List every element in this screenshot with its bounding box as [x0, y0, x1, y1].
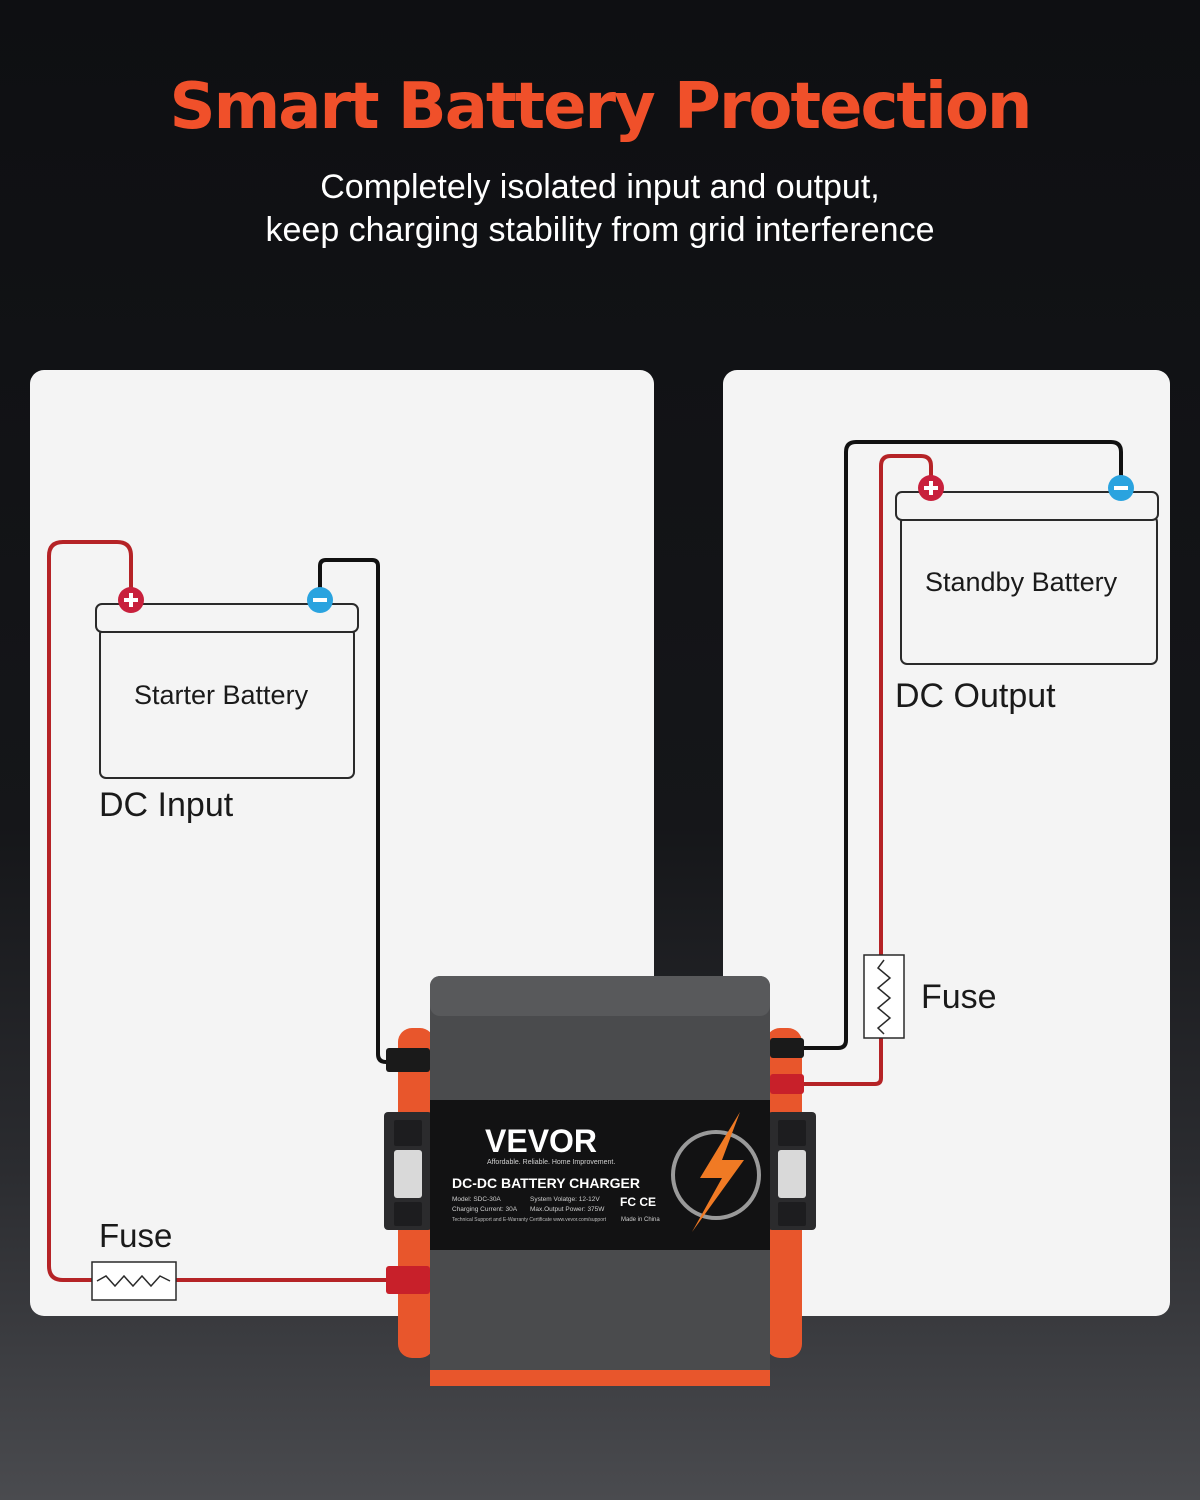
input-fuse	[91, 1261, 177, 1301]
starter-battery	[95, 603, 359, 779]
input-negative-wire	[318, 558, 392, 1064]
device-spec-current: Charging Current: 30A	[452, 1206, 518, 1213]
subtitle-line-1: Completely isolated input and output,	[320, 168, 880, 206]
input-positive-wire	[47, 540, 133, 1282]
starter-positive-terminal	[118, 587, 144, 613]
starter-negative-terminal	[307, 587, 333, 613]
output-positive-wire	[800, 454, 933, 1086]
standby-positive-terminal	[918, 475, 944, 501]
page-title: Smart Battery Protection	[169, 70, 1033, 144]
device-spec-model: Model: SDC-30A	[452, 1196, 501, 1203]
device-tagline: Affordable. Reliable. Home Improvement.	[487, 1159, 615, 1166]
subtitle-line-2: keep charging stability from grid interf…	[265, 211, 935, 249]
input-fuse-label: Fuse	[99, 1217, 173, 1254]
device-product-name: DC-DC BATTERY CHARGER	[452, 1175, 640, 1191]
standby-negative-terminal	[1108, 475, 1134, 501]
output-negative-wire	[800, 440, 1123, 1050]
device-origin: Made in China	[621, 1217, 660, 1223]
device-cert-marks: FC CE	[620, 1195, 656, 1209]
starter-battery-label: Starter Battery	[134, 680, 309, 710]
device-brand: VEVOR	[485, 1123, 597, 1159]
standby-battery-label: Standby Battery	[925, 567, 1118, 597]
standby-battery	[895, 491, 1159, 665]
output-fuse	[863, 954, 905, 1039]
output-fuse-label: Fuse	[921, 978, 997, 1016]
dc-output-caption: DC Output	[895, 677, 1056, 715]
device-support: Technical Support and E-Warranty Certifi…	[452, 1217, 607, 1223]
dc-dc-charger-device	[384, 976, 816, 1386]
device-spec-power: Max.Output Power: 375W	[530, 1206, 605, 1213]
device-spec-voltage: System Volatge: 12-12V	[530, 1196, 600, 1203]
dc-input-caption: DC Input	[99, 786, 234, 824]
